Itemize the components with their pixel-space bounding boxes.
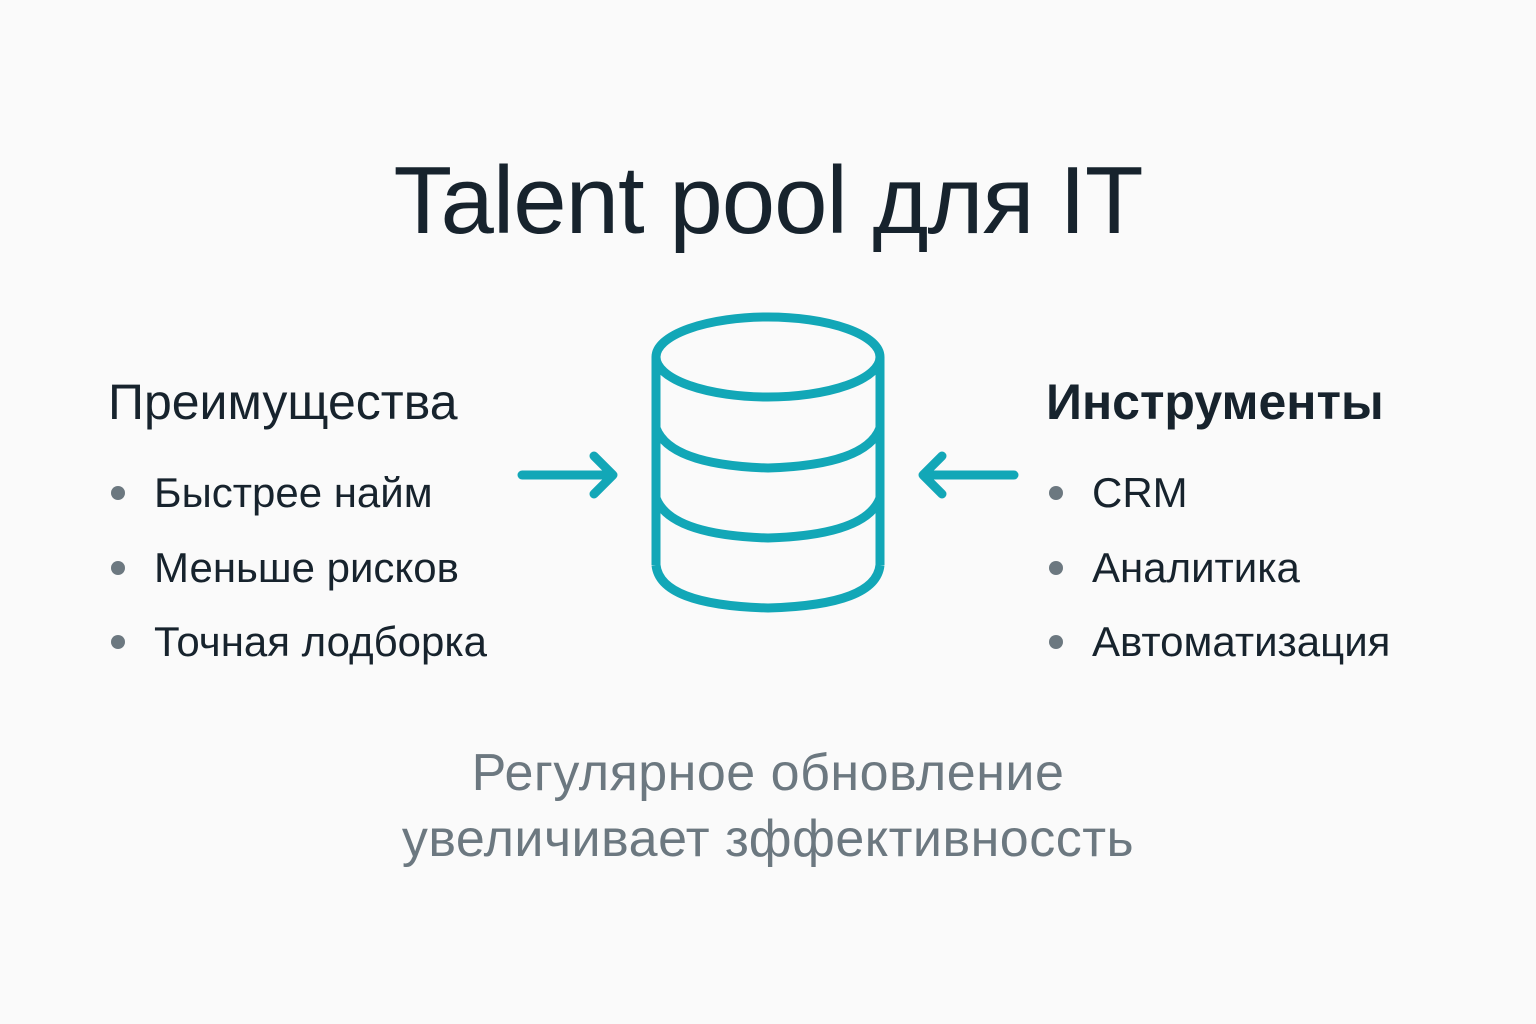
list-item: Быстрее найм <box>108 456 487 531</box>
list-item-label: CRM <box>1092 469 1188 517</box>
bullet-icon <box>1049 635 1063 650</box>
bullet-icon <box>111 560 125 575</box>
tools-list: CRM Аналитика Автоматизация <box>1046 456 1390 680</box>
bullet-icon <box>1049 486 1063 501</box>
center-diagram <box>500 300 1040 620</box>
benefits-list: Быстрее найм Меньше рисков Точная лодбор… <box>108 456 487 680</box>
page-title: Talent pool для IT <box>393 147 1143 255</box>
benefits-column: Преимущества Быстрее найм Меньше рисков … <box>108 370 487 680</box>
list-item-label: Точная лодборка <box>154 618 488 666</box>
list-item: Автоматизация <box>1046 605 1390 680</box>
database-icon <box>651 312 885 613</box>
list-item-label: Автоматизация <box>1092 618 1391 666</box>
tools-column: Инструменты CRM Аналитика Автоматизация <box>1046 370 1390 680</box>
bullet-icon <box>111 486 125 501</box>
list-item: Точная лодборка <box>108 605 487 680</box>
footer-line-1: Регулярное обновление <box>471 744 1065 802</box>
bullet-icon <box>1049 560 1063 575</box>
bullet-icon <box>111 635 125 650</box>
tools-heading: Инструменты <box>1046 374 1384 430</box>
benefits-heading: Преимущества <box>108 374 458 430</box>
list-item: Меньше рисков <box>108 531 487 606</box>
list-item: CRM <box>1046 456 1390 531</box>
list-item-label: Быстрее найм <box>154 469 433 517</box>
list-item-label: Меньше рисков <box>154 543 459 591</box>
list-item-label: Аналитика <box>1092 543 1300 591</box>
arrow-left-icon <box>918 451 1019 499</box>
footer-line-2: увеличивает зффективноссть <box>401 810 1135 868</box>
arrow-right-icon <box>517 451 618 499</box>
footer-caption: Регулярное обновление увеличивает зффект… <box>0 740 1536 872</box>
list-item: Аналитика <box>1046 531 1390 606</box>
